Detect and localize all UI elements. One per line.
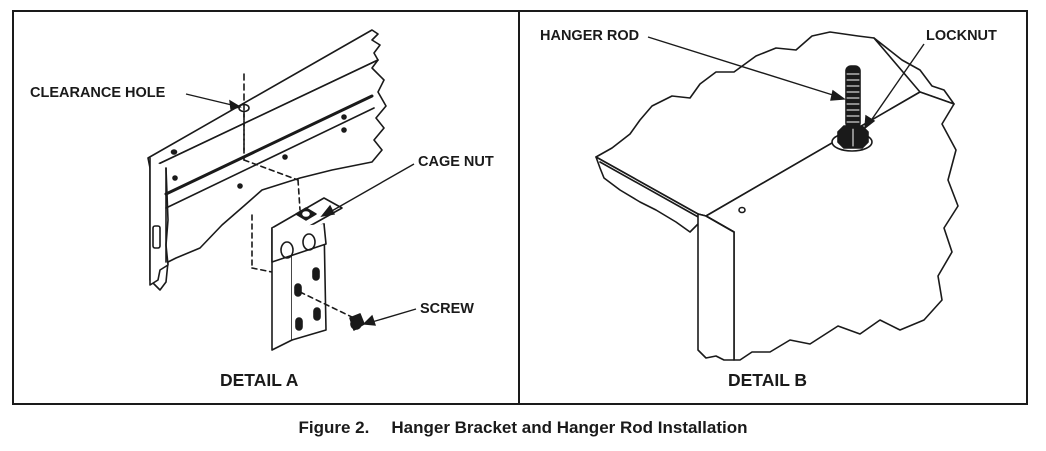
bracket-dash [297, 179, 301, 211]
rail-hole [170, 149, 178, 155]
cage-nut-hole [302, 211, 310, 217]
detail-a-leaders [185, 93, 417, 326]
rail-post [149, 157, 169, 286]
label-locknut: LOCKNUT [926, 28, 997, 44]
unit-front-face [705, 91, 959, 361]
unit-hole [738, 206, 746, 214]
label-clearance-hole: CLEARANCE HOLE [30, 85, 166, 101]
figure-number: Figure 2. [298, 418, 370, 437]
rail-hole [282, 154, 288, 160]
detail-b-title: DETAIL B [728, 370, 807, 390]
bracket-dash [251, 267, 273, 273]
bracket-dash [243, 159, 299, 181]
figure-caption: Figure 2. Hanger Bracket and Hanger Rod I… [0, 418, 1046, 438]
bracket-slot [294, 283, 302, 297]
unit-front-edge [697, 213, 735, 361]
rail-crease-lower [165, 107, 375, 209]
label-cage-nut: CAGE NUT [418, 154, 494, 170]
bracket-hole-large [302, 233, 316, 251]
detail-b-leaders [647, 36, 925, 130]
bracket-slot [313, 307, 321, 321]
label-screw: SCREW [420, 301, 474, 317]
rail-hole [341, 114, 347, 120]
detail-a-panel [147, 29, 387, 351]
rail-crease-upper [164, 94, 374, 196]
bracket-slot [295, 317, 303, 331]
screw-axis [299, 291, 355, 319]
rail-hole [172, 175, 178, 181]
rail-hole [237, 183, 243, 189]
hanger-rod [845, 65, 861, 129]
bracket-upper-body [271, 223, 327, 263]
bracket-hole-large [280, 241, 294, 259]
unit-strip-line [599, 161, 701, 219]
rail-slot [152, 225, 161, 249]
rail-hole [341, 127, 347, 133]
detail-a-title: DETAIL A [220, 370, 299, 390]
label-hanger-rod: HANGER ROD [540, 28, 639, 44]
screw-head [350, 318, 362, 330]
figure-title: Hanger Bracket and Hanger Rod Installati… [391, 418, 748, 437]
bracket-slot [312, 267, 320, 281]
detail-b-panel [595, 31, 959, 361]
unit-corner-edge [705, 215, 735, 233]
rod-threads [846, 73, 860, 123]
